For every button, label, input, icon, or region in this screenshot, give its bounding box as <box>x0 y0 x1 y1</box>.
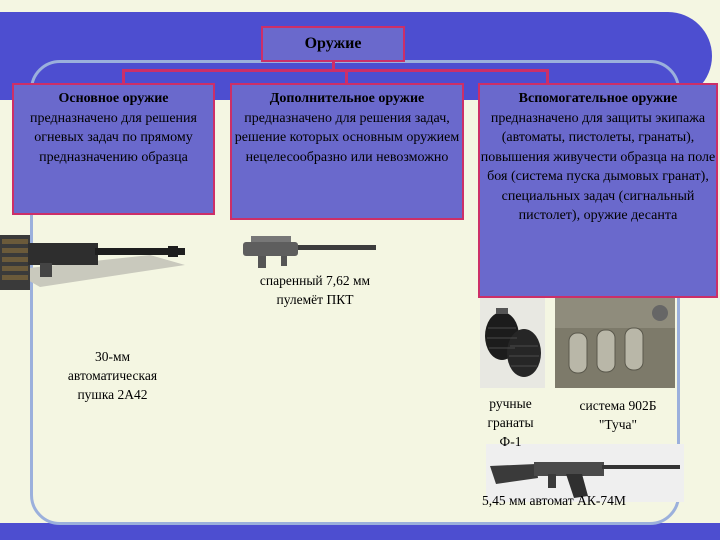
caption-tucha: система 902Б "Туча" <box>568 396 668 434</box>
category-description: предназначено для защиты экипажа (автома… <box>480 109 716 226</box>
category-main-weapon: Основное оружие предназначено для решени… <box>12 83 215 215</box>
connector-center <box>345 69 348 84</box>
connector-right <box>546 69 549 84</box>
caption-grenades: ручные гранаты Ф-1 <box>478 394 543 451</box>
category-additional-weapon: Дополнительное оружие предназначено для … <box>230 83 464 220</box>
caption-cannon: 30-мм автоматическая пушка 2А42 <box>50 347 175 404</box>
page-title: Оружие <box>261 26 405 62</box>
f1-grenades-image <box>480 298 545 388</box>
pkt-machine-gun-image <box>243 220 378 270</box>
tucha-902b-image <box>555 298 675 388</box>
caption-machine-gun: спаренный 7,62 мм пулемёт ПКТ <box>245 271 385 309</box>
category-description: предназначено для решения огневых задач … <box>14 109 213 168</box>
category-auxiliary-weapon: Вспомогательное оружие предназначено для… <box>478 83 718 298</box>
category-description: предназначено для решения задач, решение… <box>232 109 462 168</box>
connector-horizontal <box>122 69 549 72</box>
footer-band <box>0 523 720 540</box>
category-heading: Дополнительное оружие <box>232 89 462 109</box>
category-heading: Вспомогательное оружие <box>480 89 716 109</box>
category-heading: Основное оружие <box>14 89 213 109</box>
connector-left <box>122 69 125 84</box>
caption-rifle: 5,45 мм автомат АК-74М <box>482 491 667 510</box>
cannon-2a42-image <box>0 215 190 295</box>
